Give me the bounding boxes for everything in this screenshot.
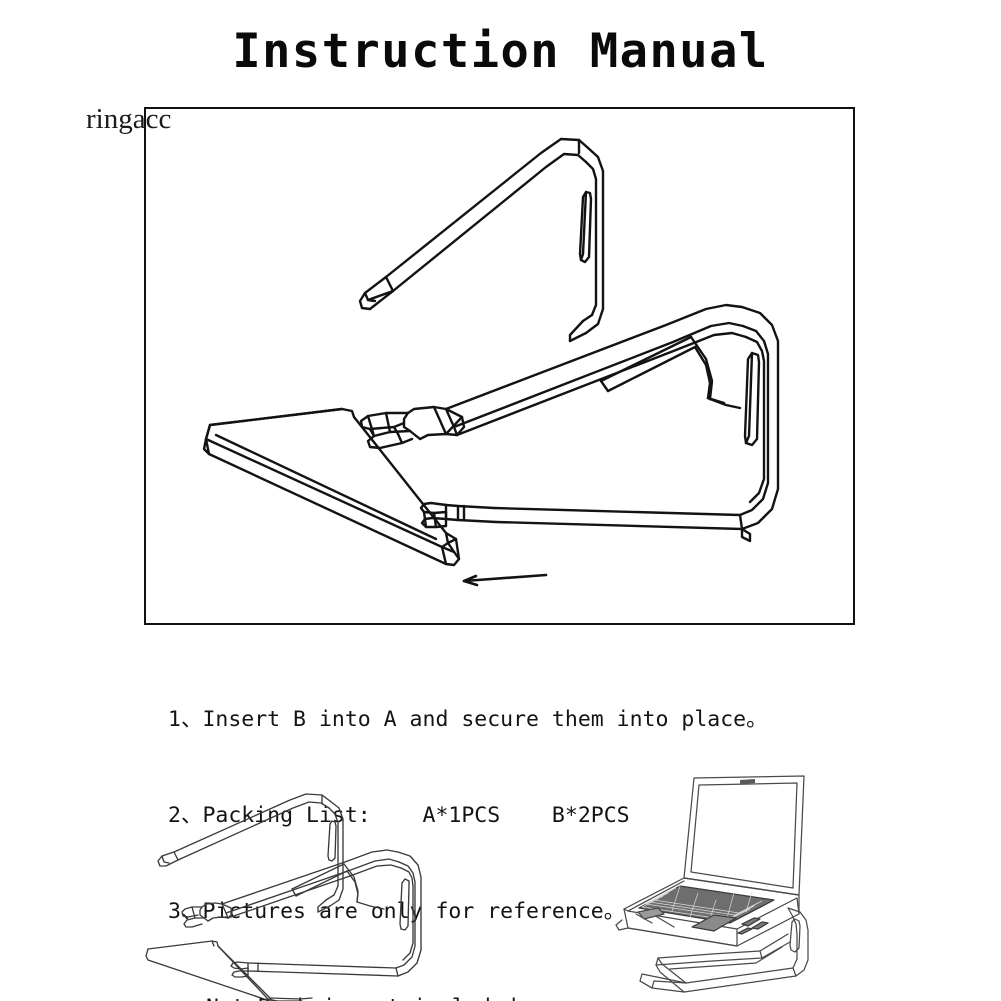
laptop-on-stand-illustration — [592, 762, 847, 1001]
exploded-assembly-drawing: A B — [202, 137, 780, 587]
laptop-on-stand-drawing — [615, 775, 809, 993]
watermark-text: ringacc — [86, 103, 172, 135]
exploded-diagram-frame: A B — [144, 107, 855, 625]
instruction-line-4: NoteBook is not included。 — [168, 992, 908, 1001]
instructions-list: 1、Insert B into A and secure them into p… — [168, 640, 908, 1001]
instruction-line-2: 2、Packing List: A*1PCS B*2PCS — [168, 803, 630, 828]
instruction-line-3: 3、Pictures are only for reference。 — [168, 899, 626, 924]
page-title: Instruction Manual — [232, 24, 769, 79]
assembled-stand-illustration — [140, 786, 480, 1001]
assembled-stand-drawing — [145, 793, 422, 1001]
instruction-line-1: 1、Insert B into A and secure them into p… — [168, 707, 768, 732]
